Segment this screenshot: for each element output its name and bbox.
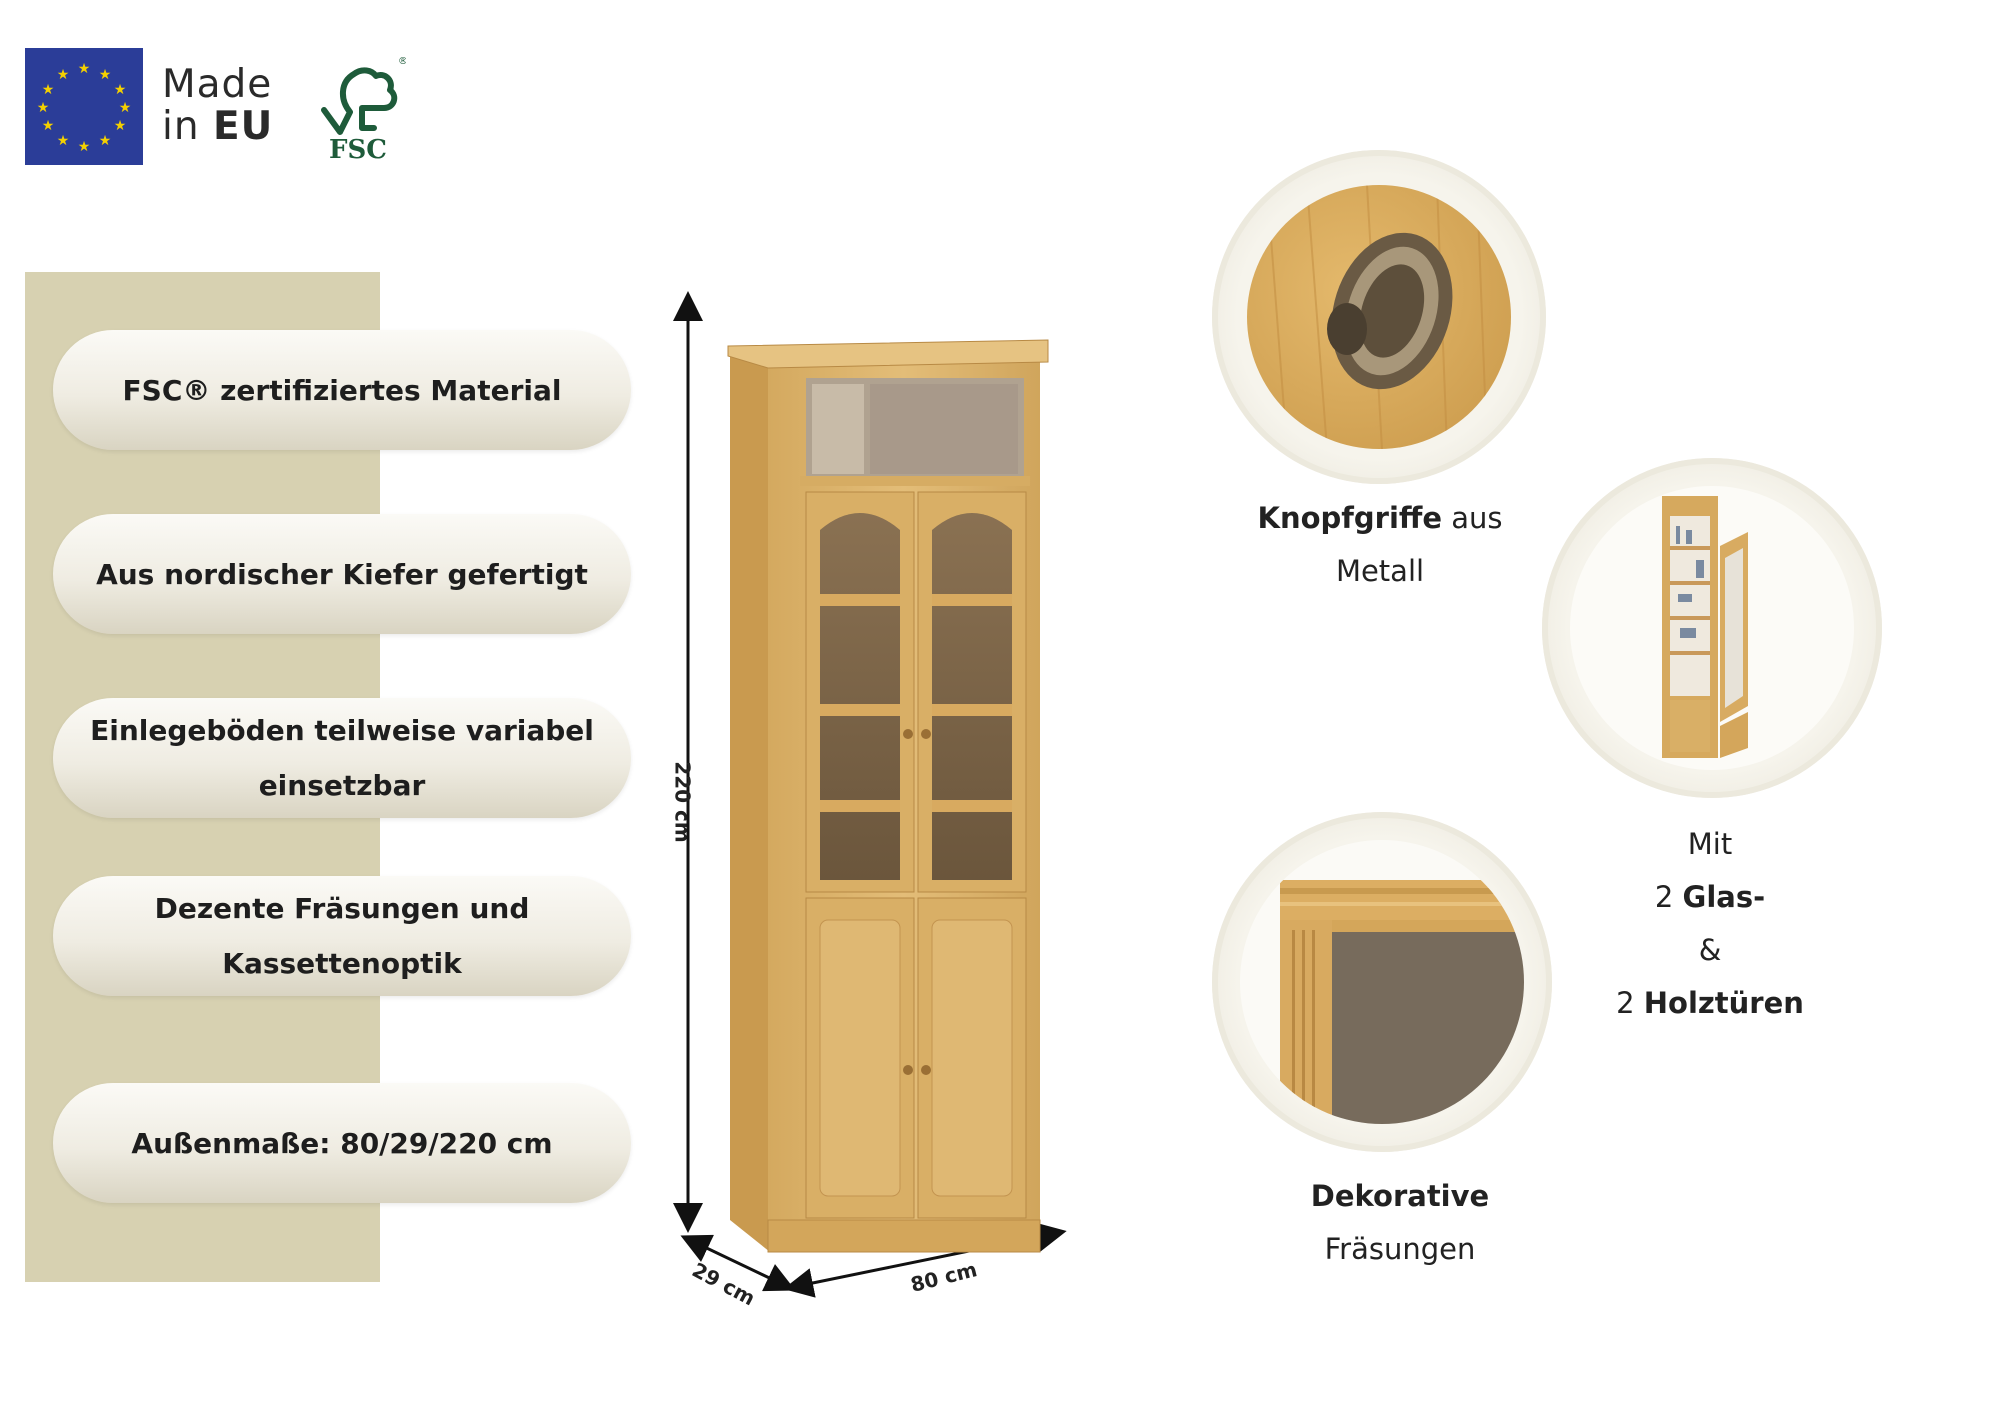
svg-text:★: ★ <box>42 118 55 134</box>
doors-caption-num2: 2 <box>1616 986 1635 1020</box>
glass-doors <box>805 491 1027 893</box>
svg-text:★: ★ <box>78 61 91 77</box>
cabinet-crown <box>727 339 1049 369</box>
milled-crown-icon <box>1280 880 1524 920</box>
svg-text:★: ★ <box>119 100 132 116</box>
knob-caption-rest: aus <box>1451 501 1503 535</box>
svg-text:★: ★ <box>114 82 127 98</box>
milling-caption-bold: Dekorative <box>1310 1179 1490 1213</box>
cabinet-plinth <box>767 1219 1041 1253</box>
svg-text:★: ★ <box>78 139 91 155</box>
svg-text:★: ★ <box>57 133 70 149</box>
feature-pill-fsc: FSC® zertifiziertes Material <box>53 330 631 450</box>
svg-text:★: ★ <box>99 133 112 149</box>
feature-text: Aus nordischer Kiefer gefertigt <box>96 557 588 591</box>
wooden-doors <box>805 897 1027 1219</box>
fsc-logo-text: FSC <box>329 135 387 164</box>
doors-caption-glass: Glas- <box>1682 880 1766 914</box>
milling-detail-photo <box>1240 840 1524 1124</box>
made-in-region: EU <box>212 104 274 149</box>
knob-caption-bold: Knopfgriffe <box>1257 501 1443 535</box>
feature-text: Einlegeböden teilweise variabel <box>90 714 594 747</box>
cabinet-side <box>730 350 770 1252</box>
fsc-reg-mark: ® <box>398 56 406 67</box>
milling-caption: Dekorative Fräsungen <box>1250 1170 1550 1276</box>
svg-text:★: ★ <box>37 100 50 116</box>
feature-pill-pine: Aus nordischer Kiefer gefertigt <box>53 514 631 634</box>
doors-caption-amp: & <box>1698 933 1722 967</box>
depth-arrow <box>680 1234 796 1292</box>
svg-text:★: ★ <box>99 67 112 83</box>
feature-pill-shelves: Einlegeböden teilweise variabel einsetzb… <box>53 698 631 818</box>
feature-text: einsetzbar <box>258 769 426 802</box>
feature-text: Kassettenoptik <box>222 947 462 980</box>
fsc-logo-icon: ® FSC <box>310 52 408 165</box>
feature-text: Dezente Fräsungen und <box>154 892 530 925</box>
made-in-line2: in EU <box>162 106 273 148</box>
made-in-line1: Made <box>162 62 273 107</box>
doors-caption-line1: Mit <box>1687 827 1733 861</box>
doors-caption-wood: Holztüren <box>1643 986 1804 1020</box>
knob-caption-line2: Metall <box>1335 554 1425 588</box>
doors-caption-num1: 2 <box>1654 880 1674 914</box>
svg-text:★: ★ <box>114 118 127 134</box>
svg-text:★: ★ <box>57 67 70 83</box>
knob-detail-photo <box>1247 185 1511 449</box>
knob-caption: Knopfgriffe aus Metall <box>1230 492 1530 598</box>
feature-pill-milling: Dezente Fräsungen und Kassettenoptik <box>53 876 631 996</box>
milling-caption-line2: Fräsungen <box>1324 1232 1476 1266</box>
made-in-eu-label: Made in EU <box>162 64 273 148</box>
doors-caption: Mit 2 Glas- & 2 Holztüren <box>1580 818 1840 1030</box>
svg-text:★: ★ <box>42 82 55 98</box>
cabinet-illustration <box>673 291 1067 1298</box>
made-in-prefix: in <box>162 104 200 149</box>
height-label: 220 cm <box>670 761 695 843</box>
eu-flag-icon: ★ ★ ★ ★ ★ ★ ★ ★ ★ ★ ★ ★ <box>25 48 143 165</box>
feature-pill-dimensions: Außenmaße: 80/29/220 cm <box>53 1083 631 1203</box>
feature-text: FSC® zertifiziertes Material <box>122 373 562 407</box>
feature-text: Außenmaße: 80/29/220 cm <box>131 1126 553 1160</box>
doors-detail-photo <box>1570 486 1854 770</box>
